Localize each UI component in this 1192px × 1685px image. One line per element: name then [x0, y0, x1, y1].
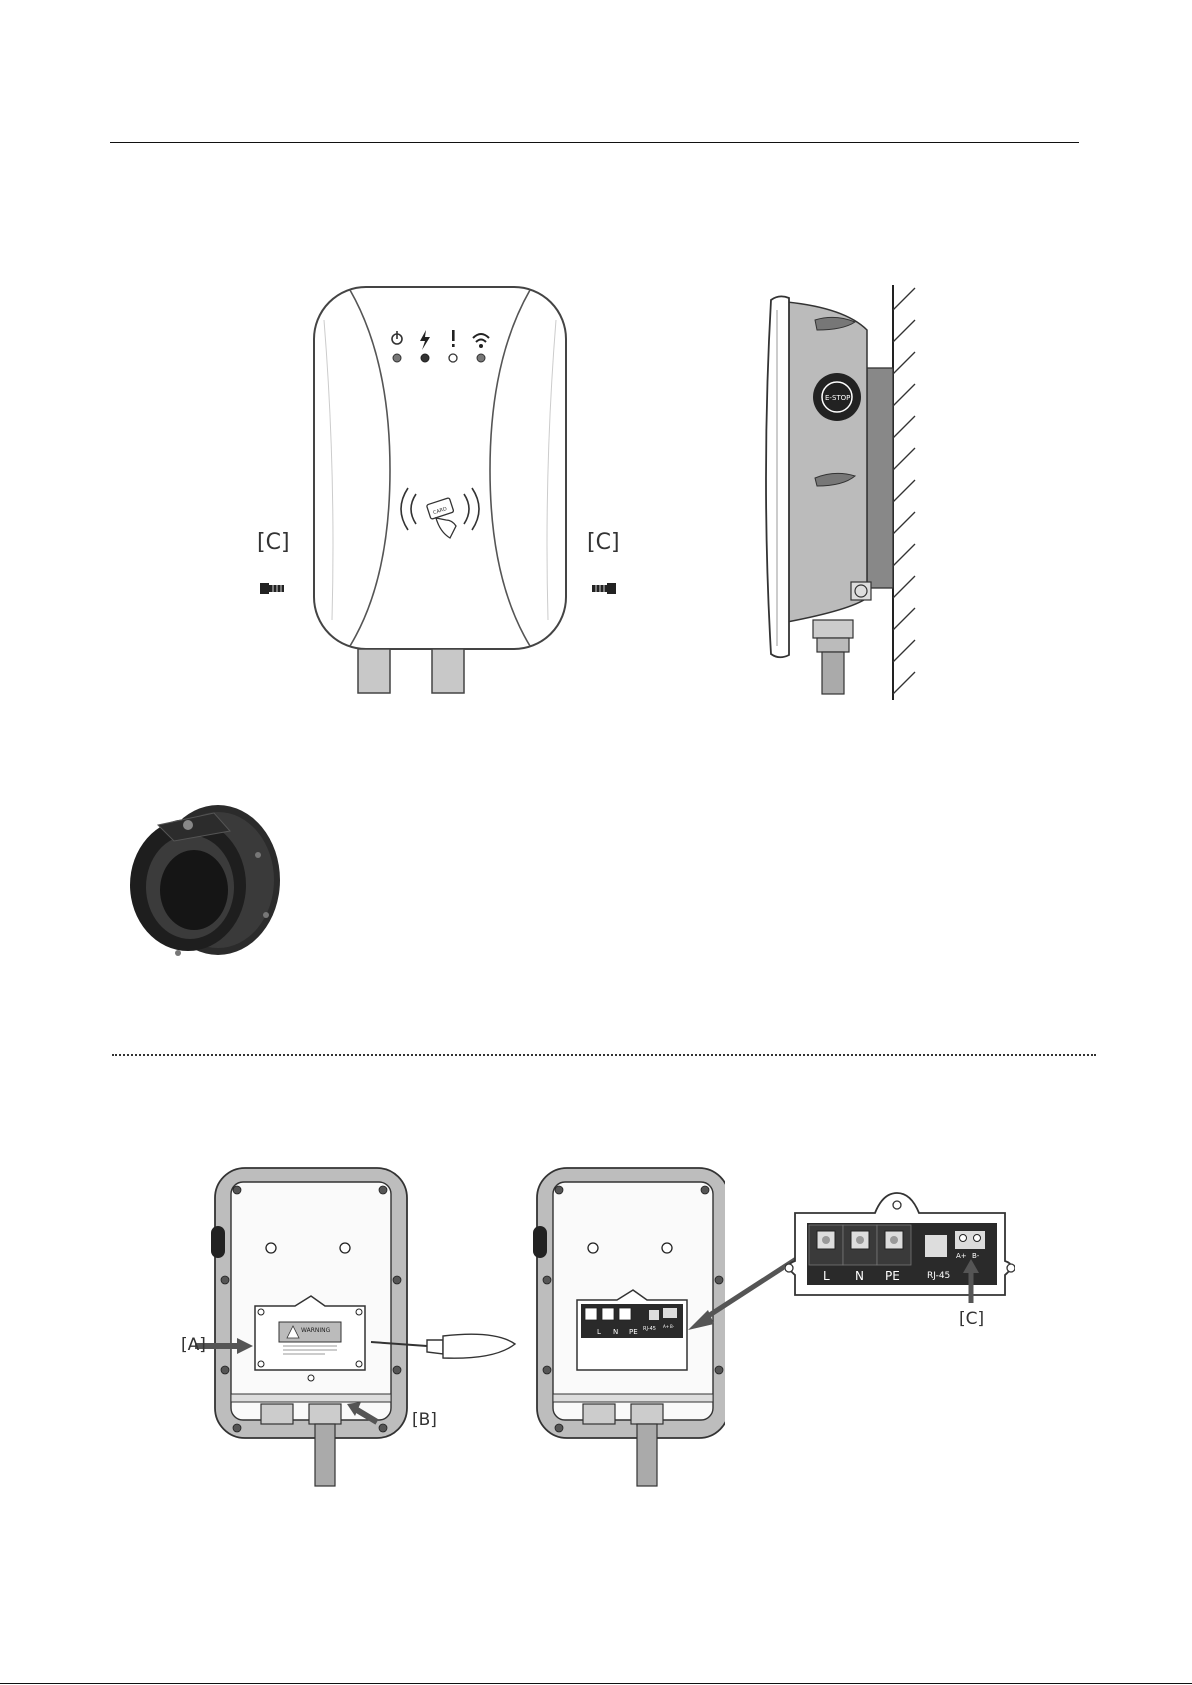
emergency-stop-icon: E-STOP — [813, 373, 861, 421]
svg-text:B-: B- — [670, 1324, 675, 1329]
label-c-terminal: [C] — [959, 1309, 984, 1329]
header-rule — [110, 142, 1079, 143]
svg-text:B-: B- — [972, 1252, 980, 1260]
label-b: [B] — [412, 1410, 437, 1430]
power-led — [393, 354, 401, 362]
svg-text:L: L — [823, 1269, 830, 1283]
cable-gland-left — [358, 649, 390, 693]
svg-text:A+: A+ — [663, 1324, 669, 1329]
charger-front-illustration: CARD — [240, 280, 640, 700]
section-divider — [112, 1054, 1096, 1056]
label-a: [A] — [181, 1335, 206, 1355]
screw-label-left: [C] — [257, 530, 290, 555]
cable-gland-right — [432, 649, 464, 693]
type2-socket-image — [118, 795, 288, 965]
fault-exclamation-icon — [452, 330, 455, 347]
svg-text:RJ-45: RJ-45 — [643, 1326, 656, 1332]
svg-text:PE: PE — [629, 1328, 638, 1336]
svg-text:PE: PE — [885, 1269, 900, 1283]
screw-right-icon — [592, 583, 616, 594]
svg-text:E-STOP: E-STOP — [825, 394, 850, 402]
svg-text:WARNING: WARNING — [301, 1327, 331, 1334]
svg-text:A+: A+ — [956, 1252, 967, 1260]
installation-cover-illustration: WARNING — [175, 1160, 535, 1490]
screw-left-icon — [260, 583, 284, 594]
svg-text:N: N — [855, 1269, 864, 1283]
screw-label-right: [C] — [587, 530, 620, 555]
svg-text:L: L — [597, 1328, 601, 1336]
fault-led — [449, 354, 457, 362]
footer-rule — [0, 1683, 1192, 1684]
terminal-block-detail: L N PE RJ-45 A+ B- — [785, 1185, 1015, 1310]
charger-side-illustration: E-STOP — [755, 280, 925, 705]
network-led — [477, 354, 485, 362]
charging-led — [421, 354, 429, 362]
svg-text:RJ-45: RJ-45 — [927, 1271, 950, 1281]
svg-text:N: N — [613, 1328, 618, 1336]
